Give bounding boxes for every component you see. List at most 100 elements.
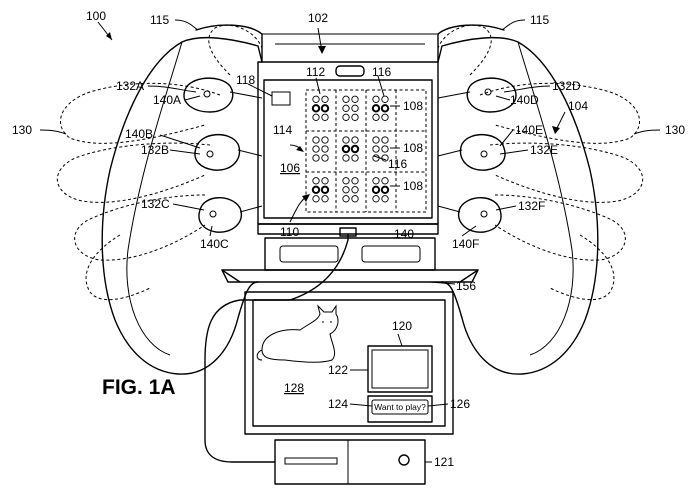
- pad-140E-arm: [437, 149, 463, 157]
- grid-dot: [381, 95, 389, 103]
- grid-dot: [311, 104, 321, 113]
- label-132A: 132A: [116, 79, 144, 93]
- label-121: 121: [434, 455, 454, 469]
- grid-dot: [351, 136, 359, 144]
- label-114: 114: [273, 123, 292, 137]
- pad-140A-arm: [229, 91, 263, 99]
- label-115-left: 115: [150, 13, 169, 27]
- thumb-right: [437, 24, 492, 76]
- grid-dot: [351, 113, 359, 121]
- grid-dot: [381, 136, 389, 144]
- right-bumper: [437, 24, 505, 63]
- grid-dot: [371, 104, 381, 113]
- base-slot-left: [279, 245, 339, 263]
- grid-dot: [321, 95, 329, 103]
- grid-dot: [321, 113, 329, 121]
- grid-dot: [312, 113, 320, 121]
- finger-right-2: [489, 142, 644, 203]
- label-130-right: 130: [665, 123, 685, 137]
- grid-dot: [321, 145, 329, 153]
- label-140D: 140D: [510, 93, 539, 107]
- grid-dot: [312, 154, 320, 162]
- grid-dot: [342, 113, 350, 121]
- grid-dot: [321, 136, 329, 144]
- grid-dot: [372, 95, 380, 103]
- cable-connector: [339, 227, 357, 237]
- label-132F: 132F: [518, 199, 545, 213]
- grid-dot: [351, 104, 359, 112]
- grid-dot: [381, 145, 389, 153]
- finger-right-1: [479, 82, 640, 144]
- label-118: 118: [236, 73, 255, 87]
- grid-dot: [312, 177, 320, 185]
- monitor: Want to play?: [244, 291, 454, 435]
- left-grip-contour: [126, 41, 183, 356]
- grid-dot: [312, 195, 320, 203]
- label-132B: 132B: [141, 143, 169, 157]
- prompt-button: [371, 399, 429, 415]
- grid-dot: [342, 186, 350, 194]
- grid-dot: [372, 113, 380, 121]
- grid-dot: [350, 144, 360, 154]
- grid-dot: [321, 154, 329, 162]
- label-132E: 132E: [530, 143, 558, 157]
- finger-left-3: [74, 194, 206, 261]
- grid-dot: [320, 104, 330, 113]
- pad-140A: [183, 77, 234, 113]
- label-124: 124: [328, 397, 348, 411]
- right-hand-fingers: [437, 24, 644, 301]
- grid-dot: [342, 136, 350, 144]
- pad-140D-arm: [437, 91, 471, 99]
- grid-dot: [320, 185, 330, 195]
- grid-dot: [351, 95, 359, 103]
- label-108-2: 108: [403, 141, 423, 155]
- touch-pads: [183, 77, 517, 233]
- grid-dot: [381, 177, 389, 185]
- grid-dot: [372, 177, 380, 185]
- top-bridge: [262, 33, 438, 45]
- grid-dot: [312, 95, 320, 103]
- label-122: 122: [328, 363, 348, 377]
- console-body: [274, 439, 426, 485]
- base-block: [264, 237, 436, 271]
- figure-caption: FIG. 1A: [102, 376, 176, 399]
- pad-140C: [198, 197, 243, 233]
- label-116-mid: 116: [388, 157, 407, 171]
- right-grip-contour: [517, 41, 574, 356]
- grid-dot: [321, 177, 329, 185]
- label-106: 106: [280, 161, 300, 175]
- grid-dot: [380, 104, 390, 113]
- display-camera: [335, 65, 365, 77]
- left-bumper: [195, 24, 263, 63]
- label-112: 112: [306, 65, 325, 79]
- pad-140D: [466, 77, 517, 113]
- icon-118-box: [271, 91, 291, 106]
- display-screen: [263, 79, 433, 219]
- finger-right-4: [549, 234, 615, 301]
- left-hand-fingers: [56, 24, 263, 301]
- controller-body: [101, 24, 599, 375]
- label-126: 126: [450, 397, 470, 411]
- grid-dot: [351, 195, 359, 203]
- reference-labels: 100 115 115 102 104 130 130 132A 140A 14…: [12, 9, 685, 469]
- grid-dot: [381, 154, 389, 162]
- label-156: 156: [456, 279, 476, 293]
- console: [274, 439, 426, 485]
- window-122: [367, 345, 433, 393]
- label-128: 128: [284, 381, 304, 395]
- console-power-button: [398, 454, 410, 466]
- cable-140: [204, 233, 349, 463]
- grid-dot: [351, 186, 359, 194]
- label-140: 140: [394, 227, 414, 241]
- button-132E-marker: [480, 150, 488, 158]
- grid-cell-dots: [311, 95, 390, 203]
- button-132D-marker: [484, 88, 492, 96]
- grid-dot: [342, 195, 350, 203]
- pad-140B: [194, 134, 241, 171]
- controller-outline: [101, 37, 599, 375]
- grid-dot: [342, 177, 350, 185]
- grid-dot: [341, 144, 351, 154]
- label-132D: 132D: [552, 79, 581, 93]
